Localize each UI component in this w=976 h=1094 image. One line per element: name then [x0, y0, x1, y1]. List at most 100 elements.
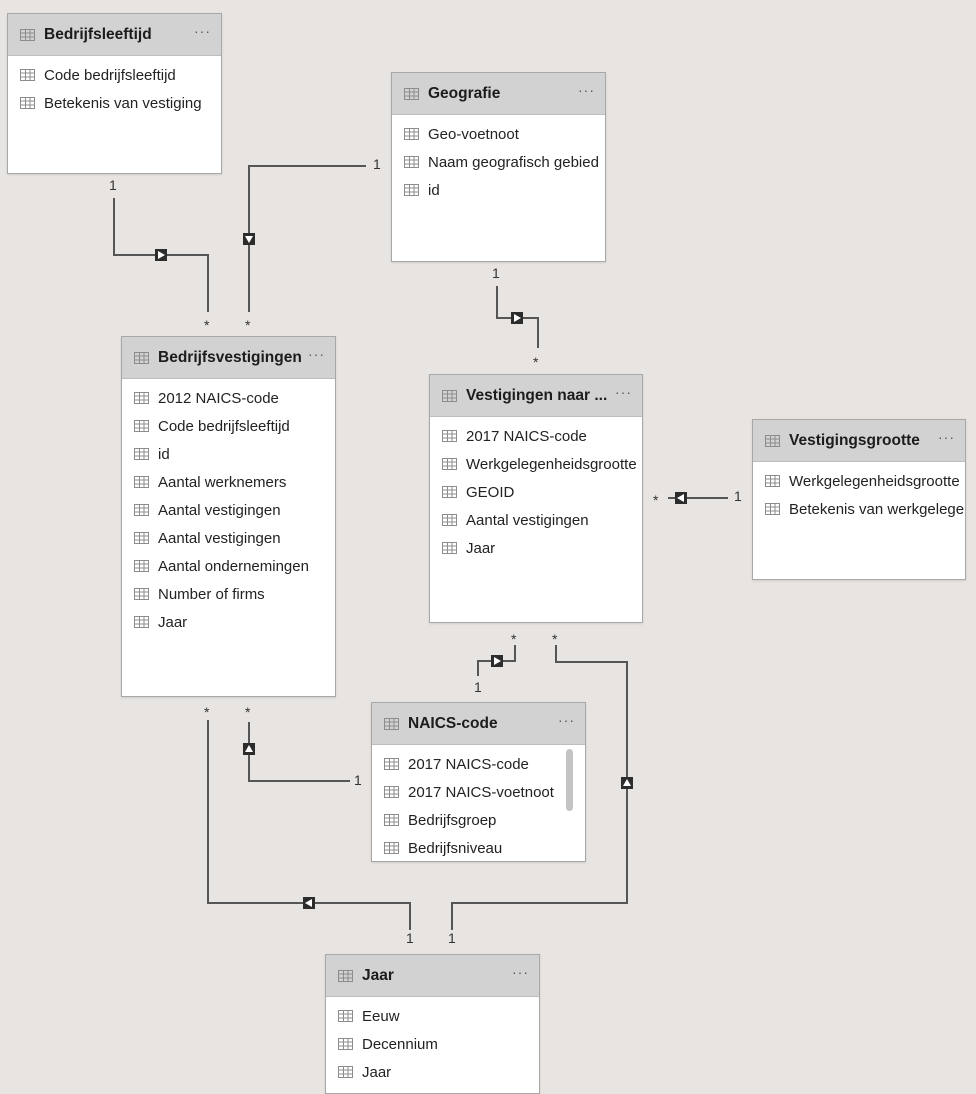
more-options-icon[interactable]: ··· [578, 81, 595, 98]
table-icon [384, 717, 399, 730]
table-header[interactable]: NAICS-code ··· [372, 703, 585, 745]
column-icon [134, 532, 149, 544]
table-header[interactable]: Bedrijfsleeftijd ··· [8, 14, 221, 56]
field-name: Geo-voetnoot [428, 125, 519, 143]
column-icon [20, 69, 35, 81]
table-header[interactable]: Jaar ··· [326, 955, 539, 997]
field-name: Jaar [362, 1063, 392, 1081]
cardinality-many: * [653, 492, 659, 508]
field-name: Code bedrijfsleeftijd [158, 417, 290, 435]
field-row[interactable]: Betekenis van werkgelege [753, 495, 965, 523]
field-name: GEOID [466, 483, 515, 501]
field-row[interactable]: Eeuw [326, 1002, 539, 1030]
more-options-icon[interactable]: ··· [938, 428, 955, 445]
field-row[interactable]: Werkgelegenheidsgrootte [430, 450, 642, 478]
field-name: Werkgelegenheidsgrootte [466, 455, 637, 473]
column-icon [765, 503, 780, 515]
more-options-icon[interactable]: ··· [308, 345, 325, 362]
cardinality-one: 1 [109, 177, 117, 193]
field-name: Code bedrijfsleeftijd [44, 66, 176, 84]
column-icon [134, 476, 149, 488]
field-row[interactable]: Bedrijfsgroep [372, 806, 585, 834]
field-name: 2017 NAICS-code [466, 427, 587, 445]
table-card-vestigingsgrootte[interactable]: Vestigingsgrootte ··· Werkgelegenheidsgr… [752, 419, 966, 580]
table-title: Vestigingen naar ... [466, 386, 608, 404]
more-options-icon[interactable]: ··· [558, 711, 575, 728]
table-header[interactable]: Bedrijfsvestigingen ··· [122, 337, 335, 379]
column-icon [404, 156, 419, 168]
field-row[interactable]: Number of firms [122, 580, 335, 608]
field-row[interactable]: id [392, 176, 605, 204]
column-icon [134, 616, 149, 628]
field-row[interactable]: Decennium [326, 1030, 539, 1058]
field-row[interactable]: Geo-voetnoot [392, 120, 605, 148]
cardinality-many: * [204, 704, 210, 720]
column-icon [134, 504, 149, 516]
field-row[interactable]: Aantal werknemers [122, 468, 335, 496]
field-row[interactable]: Aantal ondernemingen [122, 552, 335, 580]
more-options-icon[interactable]: ··· [615, 383, 632, 400]
field-row[interactable]: Code bedrijfsleeftijd [8, 61, 221, 89]
field-row[interactable]: Aantal vestigingen [122, 524, 335, 552]
field-name: Jaar [466, 539, 496, 557]
cardinality-many: * [552, 631, 558, 647]
field-row[interactable]: 2017 NAICS-code [372, 750, 585, 778]
cardinality-one: 1 [354, 772, 362, 788]
cardinality-many: * [245, 317, 251, 333]
field-name: id [428, 181, 440, 199]
direction-right-icon [491, 655, 503, 667]
column-icon [442, 542, 457, 554]
field-row[interactable]: Code bedrijfsleeftijd [122, 412, 335, 440]
field-row[interactable]: Werkgelegenheidsgrootte [753, 467, 965, 495]
field-row[interactable]: Naam geografisch gebied [392, 148, 605, 176]
field-row[interactable]: 2017 NAICS-code [430, 422, 642, 450]
column-icon [134, 588, 149, 600]
column-icon [384, 758, 399, 770]
field-row[interactable]: Aantal vestigingen [122, 496, 335, 524]
field-row[interactable]: Jaar [122, 608, 335, 636]
field-row[interactable]: Betekenis van vestiging [8, 89, 221, 117]
field-name: Decennium [362, 1035, 438, 1053]
field-name: Betekenis van vestiging [44, 94, 202, 112]
table-card-bedrijfsleeftijd[interactable]: Bedrijfsleeftijd ··· Code bedrijfsleefti… [7, 13, 222, 174]
field-name: Aantal ondernemingen [158, 557, 309, 575]
table-icon [338, 969, 353, 982]
direction-right-icon [511, 312, 523, 324]
field-name: Bedrijfsgroep [408, 811, 497, 829]
table-header[interactable]: Vestigingsgrootte ··· [753, 420, 965, 462]
direction-up-icon [243, 743, 255, 755]
field-name: Number of firms [158, 585, 265, 603]
field-row[interactable]: GEOID [430, 478, 642, 506]
field-row[interactable]: Aantal vestigingen [430, 506, 642, 534]
scrollbar-thumb[interactable] [566, 749, 573, 811]
cardinality-many: * [245, 704, 251, 720]
cardinality-one: 1 [448, 930, 456, 946]
field-row[interactable]: Jaar [326, 1058, 539, 1086]
field-name: Bedrijfsniveau [408, 839, 503, 857]
table-card-vestigingen-naar[interactable]: Vestigingen naar ... ··· 2017 NAICS-code… [429, 374, 643, 623]
field-row[interactable]: 2012 NAICS-code [122, 384, 335, 412]
cardinality-many: * [533, 354, 539, 370]
more-options-icon[interactable]: ··· [512, 963, 529, 980]
table-icon [765, 434, 780, 447]
column-icon [442, 486, 457, 498]
table-header[interactable]: Geografie ··· [392, 73, 605, 115]
table-header[interactable]: Vestigingen naar ... ··· [430, 375, 642, 417]
column-icon [134, 560, 149, 572]
field-row[interactable]: Bedrijfsniveau [372, 834, 585, 861]
field-name: Naam geografisch gebied [428, 153, 599, 171]
field-row[interactable]: 2017 NAICS-voetnoot [372, 778, 585, 806]
field-row[interactable]: Jaar [430, 534, 642, 562]
field-row[interactable]: id [122, 440, 335, 468]
field-name: Aantal vestigingen [158, 529, 281, 547]
more-options-icon[interactable]: ··· [194, 22, 211, 39]
field-name: Aantal vestigingen [466, 511, 589, 529]
cardinality-one: 1 [373, 156, 381, 172]
